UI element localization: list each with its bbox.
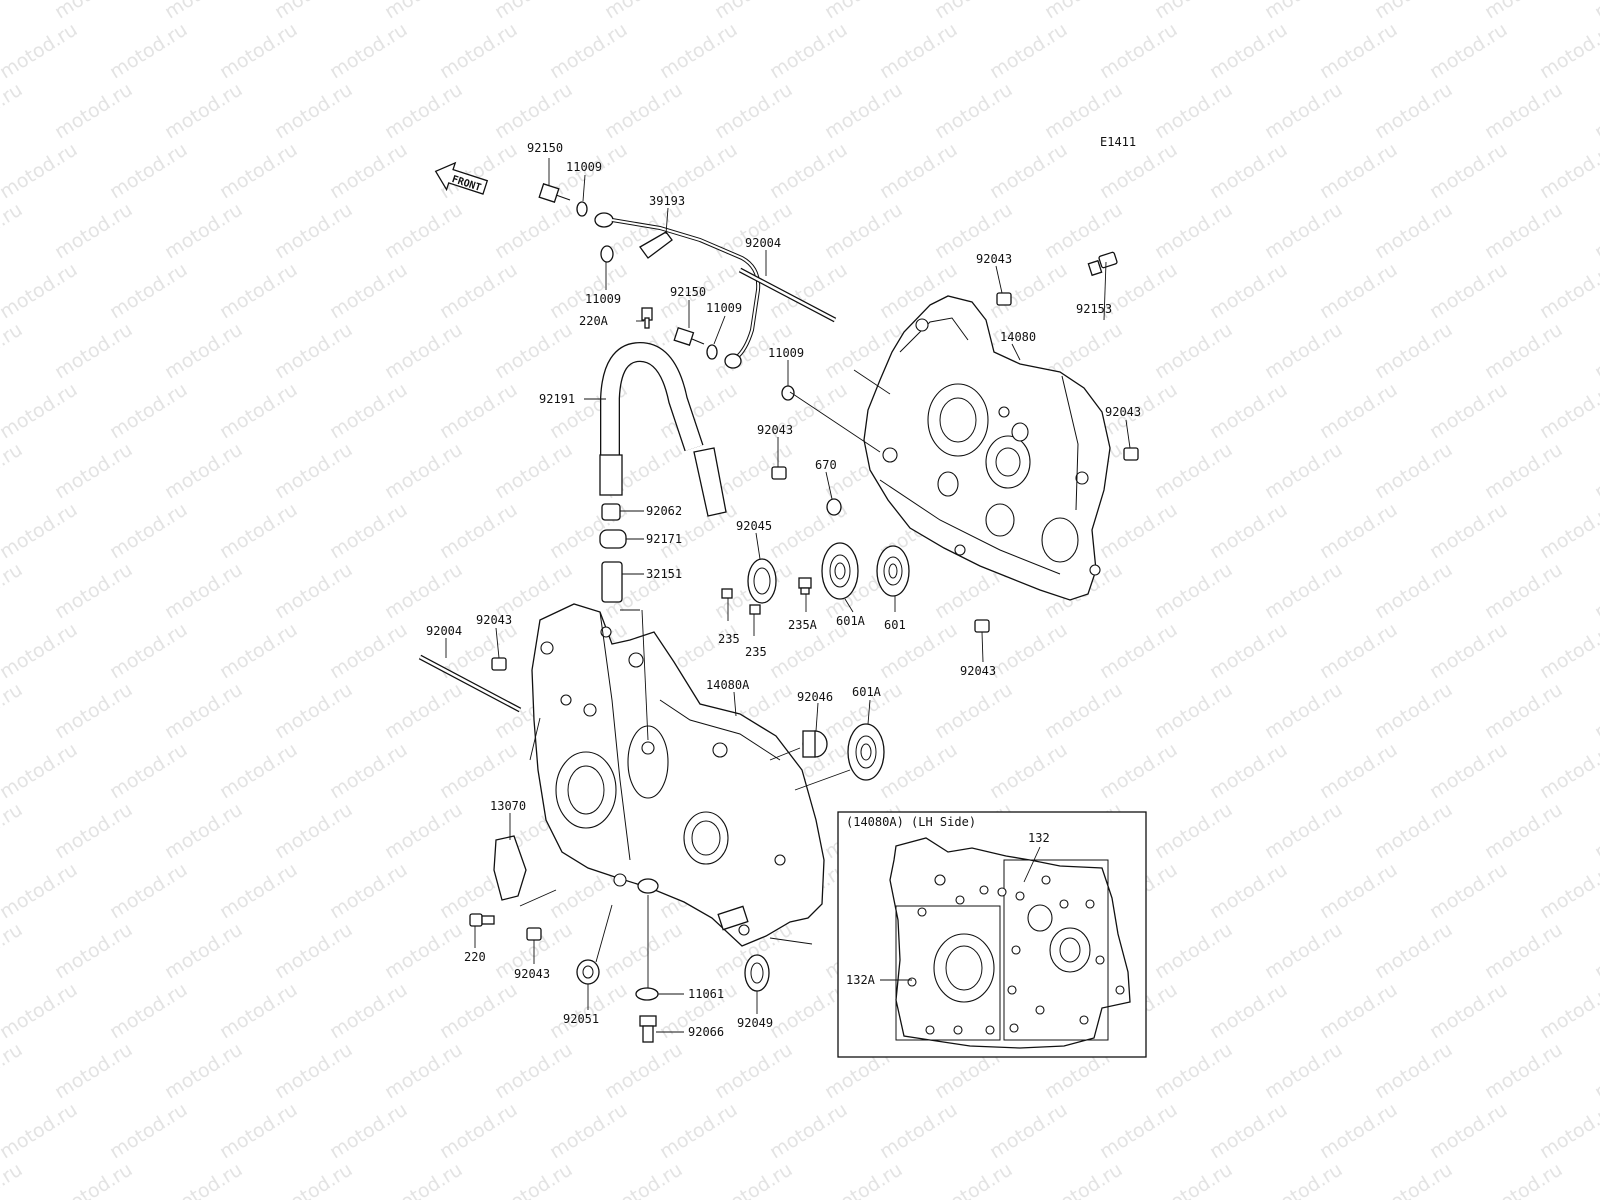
banjo-bolt-92150-upper (538, 183, 571, 203)
front-arrow-icon: FRONT (434, 161, 489, 195)
label-92066: 92066 (688, 1025, 724, 1039)
stud-92004-upper (738, 267, 837, 323)
seal-92051 (576, 959, 600, 985)
label-39193: 39193 (649, 194, 685, 208)
label-32151: 32151 (646, 567, 682, 581)
label-92004-lower: 92004 (426, 624, 462, 638)
stud-92004-lower (418, 654, 522, 713)
label-601a-lower: 601A (852, 685, 882, 699)
label-92150-upper: 92150 (527, 141, 563, 155)
label-92043-f: 92043 (514, 967, 550, 981)
label-92046: 92046 (797, 690, 833, 704)
dowel-92043-b (1123, 447, 1139, 461)
label-670: 670 (815, 458, 837, 472)
oil-seal-92045 (747, 558, 777, 604)
part-labels: 92150 11009 39193 11009 92150 220A 11009… (426, 141, 1141, 1039)
label-92043-d: 92043 (960, 664, 996, 678)
label-601: 601 (884, 618, 906, 632)
washer-11009-a (576, 201, 588, 217)
bolt-235-b (749, 604, 761, 615)
pipe-32151 (601, 561, 623, 603)
label-92051: 92051 (563, 1012, 599, 1026)
label-132: 132 (1028, 831, 1050, 845)
dowel-92043-a (996, 292, 1012, 306)
oil-strainer-joint (637, 878, 659, 894)
dowel-92043-c (771, 466, 787, 480)
washer-11009-b (600, 245, 614, 263)
label-92043-b: 92043 (1105, 405, 1141, 419)
inset-title: (14080A) (LH Side) (846, 815, 976, 829)
crankcase-left-14080a (531, 603, 825, 947)
label-92049: 92049 (737, 1016, 773, 1030)
label-92153: 92153 (1076, 302, 1112, 316)
bolt-220 (469, 913, 495, 927)
bolt-235a (798, 577, 812, 595)
dowel-92043-e (491, 657, 507, 671)
inset-lh-side: (14080A) (LH Side) (837, 811, 1147, 1058)
dowel-92043-f (526, 927, 542, 941)
drain-plug-92066 (639, 1015, 657, 1043)
plate-13070 (493, 835, 527, 901)
label-92043-a: 92043 (976, 252, 1012, 266)
label-92045: 92045 (736, 519, 772, 533)
breather-hose-92191 (599, 341, 727, 517)
label-235-b: 235 (745, 645, 767, 659)
label-601a-upper: 601A (836, 614, 866, 628)
label-14080a: 14080A (706, 678, 750, 692)
label-220: 220 (464, 950, 486, 964)
oil-pipe-39193 (594, 212, 761, 369)
washer-11009-c (706, 344, 718, 360)
label-92171: 92171 (646, 532, 682, 546)
bolt-235-a (721, 588, 733, 599)
hose-joint-92062 (601, 503, 621, 521)
label-11061: 11061 (688, 987, 724, 1001)
bearing-601a-lower (847, 723, 885, 781)
label-92191: 92191 (539, 392, 575, 406)
label-11009-d: 11009 (768, 346, 804, 360)
label-92150-lower: 92150 (670, 285, 706, 299)
label-220a: 220A (579, 314, 609, 328)
label-11009-a: 11009 (566, 160, 602, 174)
label-132a: 132A (846, 973, 876, 987)
label-13070: 13070 (490, 799, 526, 813)
label-11009-c: 11009 (706, 301, 742, 315)
banjo-bolt-92150-lower (673, 327, 705, 346)
bolt-220a (641, 307, 653, 329)
diagram-code: E1411 (1100, 135, 1136, 149)
label-14080: 14080 (1000, 330, 1036, 344)
label-92004-upper: 92004 (745, 236, 781, 250)
crankcase-right-14080 (863, 295, 1111, 601)
label-92043-e: 92043 (476, 613, 512, 627)
bearing-92046 (802, 730, 828, 758)
label-235a: 235A (788, 618, 818, 632)
bolt-92153 (1087, 251, 1118, 277)
leader-lines (445, 158, 1131, 1033)
bearing-601a-upper (821, 542, 859, 600)
label-92043-c: 92043 (757, 423, 793, 437)
label-11009-b: 11009 (585, 292, 621, 306)
oil-seal-92049 (744, 954, 770, 992)
label-235-a: 235 (718, 632, 740, 646)
label-92062: 92062 (646, 504, 682, 518)
bearing-601 (876, 545, 910, 597)
washer-11061 (635, 987, 659, 1001)
dowel-92043-d (974, 619, 990, 633)
o-ring-670 (826, 498, 842, 516)
